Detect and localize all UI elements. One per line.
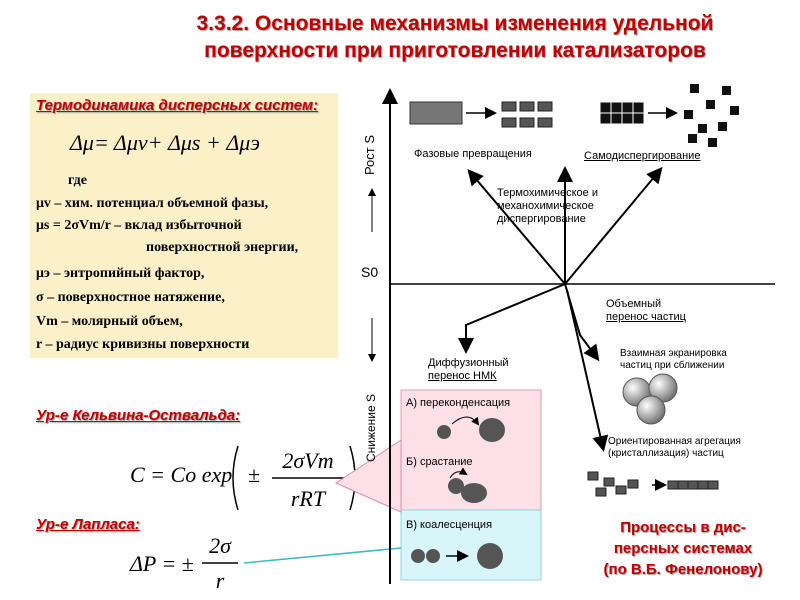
selfdisp-label: Самодиспергирование — [584, 150, 700, 163]
diffusion-line-1: Диффузионный — [428, 357, 509, 370]
screening-line-2: частиц при сближении — [620, 360, 727, 372]
recondensation-label: А) переконденсация — [406, 397, 510, 410]
recond-small-particle — [437, 425, 451, 439]
oriented-label: Ориентированная агрегация (кристаллизаци… — [608, 436, 741, 460]
coalescence-label: В) коалесценция — [406, 519, 492, 532]
thermomech-line-2: механохимическое — [497, 200, 598, 213]
oriented-scatter-icon — [588, 472, 638, 496]
growth-label: Б) срастание — [406, 456, 473, 469]
selfdisp-grid-icon — [600, 102, 644, 124]
oriented-line-1: Ориентированная агрегация — [608, 436, 741, 448]
laplace-callout-line — [244, 548, 401, 563]
thermomech-label: Термохимическое и механохимическое диспе… — [497, 187, 598, 226]
arrow-oriented — [567, 290, 603, 448]
volume-line-1: Объемный — [606, 298, 686, 311]
screen-sphere-3 — [637, 396, 665, 424]
volume-line-2: перенос частиц — [606, 311, 686, 324]
oriented-line-2: (кристаллизация) частиц — [608, 448, 741, 460]
diffusion-label: Диффузионный перенос НМК — [428, 357, 509, 383]
phase-block-icon — [410, 102, 462, 124]
processes-caption: Процессы в дис- персных системах (по В.Б… — [585, 517, 781, 580]
axis-top-label: Рост S — [362, 125, 378, 185]
kelvin-left-paren — [233, 446, 238, 510]
phase-label: Фазовые превращения — [414, 148, 532, 161]
processes-line-3: (по В.Б. Фенелонову) — [585, 559, 781, 580]
processes-line-2: персных системах — [585, 538, 781, 559]
selfdisp-scatter-icon — [684, 84, 739, 147]
thermomech-line-3: диспергирование — [497, 213, 598, 226]
oriented-chain-icon — [668, 481, 718, 489]
arrow-screening — [565, 284, 597, 358]
screening-line-1: Взаимная экранировка — [620, 348, 727, 360]
axis-s0-label: S0 — [361, 264, 378, 280]
diffusion-line-2: перенос НМК — [428, 370, 509, 383]
processes-line-1: Процессы в дис- — [585, 517, 781, 538]
recond-large-particle — [479, 418, 505, 442]
coal-particle-2 — [426, 549, 440, 563]
coal-merged-particle — [477, 543, 503, 569]
screening-label: Взаимная экранировка частиц при сближени… — [620, 348, 727, 372]
phase-pieces-icon — [502, 102, 552, 127]
volume-transfer-label: Объемный перенос частиц — [606, 298, 686, 324]
coal-particle-1 — [411, 549, 425, 563]
growth-particle-2 — [461, 483, 487, 503]
axis-bottom-label: Снижение S — [364, 378, 380, 478]
arrow-diffusion — [466, 284, 565, 350]
thermomech-line-1: Термохимическое и — [497, 187, 598, 200]
